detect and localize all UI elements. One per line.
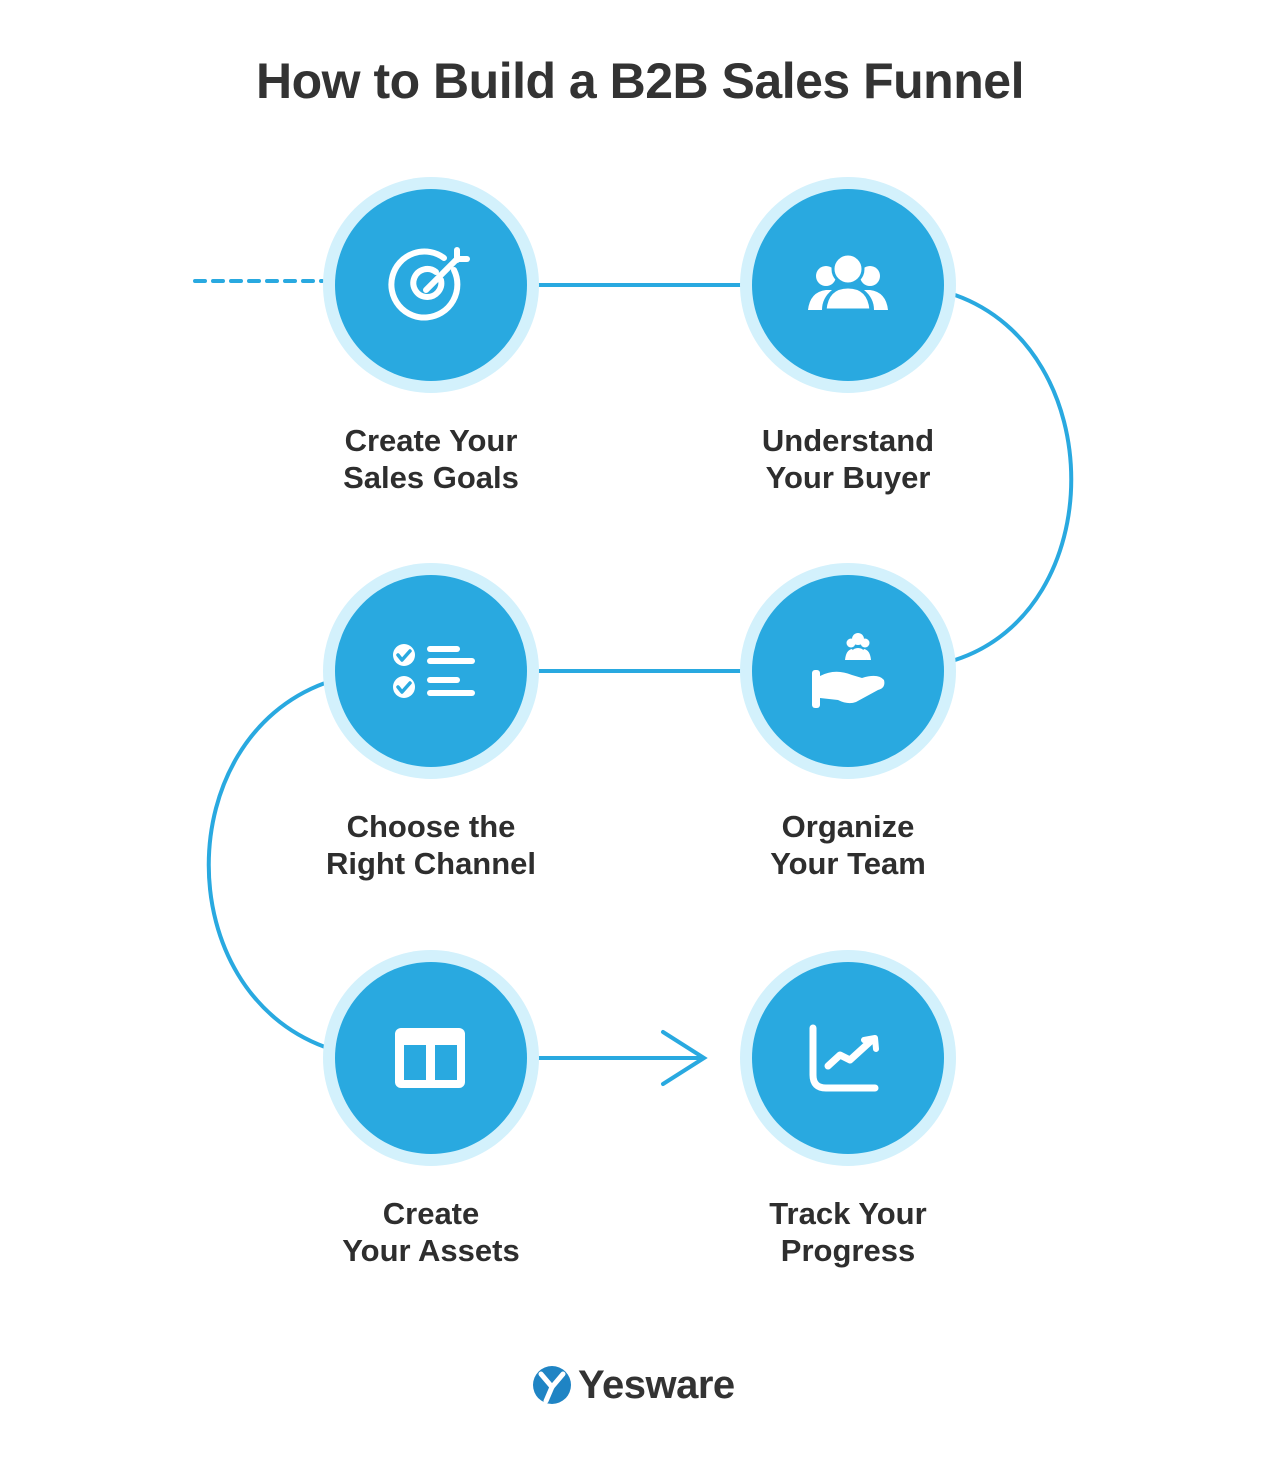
connector-2-4-arc (953, 293, 1074, 662)
layout-columns-icon (395, 1028, 465, 1088)
target-icon (388, 247, 470, 321)
hand-team-icon (812, 633, 885, 708)
step-label-line: Understand (761, 423, 935, 458)
step-label-line: Progress (780, 1233, 916, 1268)
step-label-6: Track Your Progress (688, 1195, 1008, 1269)
step-label-line: Right Channel (325, 846, 537, 881)
yesware-logo-icon (533, 1366, 571, 1404)
step-circle-3 (323, 563, 539, 779)
growth-chart-icon (809, 1024, 879, 1092)
step-label-line: Sales Goals (343, 460, 519, 495)
step-label-2: Understand Your Buyer (688, 422, 1008, 496)
arrow-head-icon (661, 1030, 708, 1086)
step-label-line: Your Buyer (765, 460, 931, 495)
checklist-icon (393, 644, 475, 698)
step-label-1: Create Your Sales Goals (271, 422, 591, 496)
connector-3-5-arc (206, 681, 327, 1049)
step-label-3: Choose the Right Channel (271, 808, 591, 882)
step-label-4: Organize Your Team (688, 808, 1008, 882)
step-label-line: Create (382, 1196, 480, 1231)
step-label-line: Your Assets (342, 1233, 520, 1268)
step-label-line: Organize (781, 809, 915, 844)
step-label-line: Choose the (346, 809, 516, 844)
step-circle-2 (740, 177, 956, 393)
step-circle-1 (323, 177, 539, 393)
step-label-5: Create Your Assets (271, 1195, 591, 1269)
step-label-line: Your Team (770, 846, 926, 881)
step-circle-4 (740, 563, 956, 779)
step-label-line: Create Your (344, 423, 518, 458)
users-icon (808, 252, 888, 312)
page-title: How to Build a B2B Sales Funnel (256, 53, 1024, 109)
step-circle-6 (740, 950, 956, 1166)
logo-text: Yesware (578, 1362, 735, 1407)
step-label-line: Track Your (769, 1196, 927, 1231)
step-circle-5 (323, 950, 539, 1166)
yesware-logo: Yesware (532, 1362, 735, 1408)
